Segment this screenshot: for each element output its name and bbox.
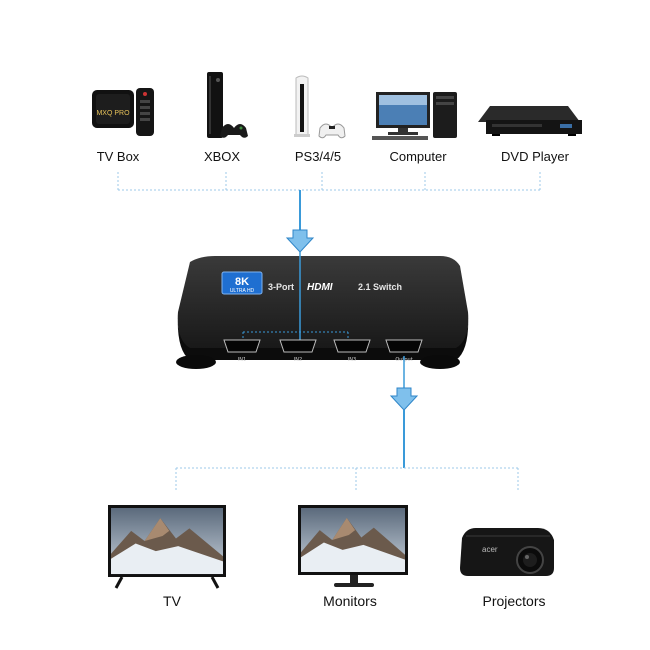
dvd-player-icon <box>478 106 582 136</box>
svg-text:MXQ PRO: MXQ PRO <box>96 110 130 117</box>
switch-title-suffix: 2.1 Switch <box>358 282 402 292</box>
desktop-computer-icon <box>372 92 457 140</box>
hdmi-port-in3: IN3 <box>333 339 371 363</box>
source-label-tv-box: TV Box <box>97 149 140 164</box>
source-label-dvd-player: DVD Player <box>501 149 570 164</box>
output-label-monitors: Monitors <box>323 593 377 609</box>
source-label-ps: PS3/4/5 <box>295 149 341 164</box>
port-label-in1: IN1 <box>238 357 246 363</box>
output-label-tv: TV <box>163 593 182 609</box>
xbox-console-icon <box>207 72 248 138</box>
badge-8k-text: 8K <box>235 276 249 288</box>
tv-icon <box>108 505 226 589</box>
projector-icon: acer <box>460 528 554 576</box>
switch-title-logo: HDMI <box>307 282 333 293</box>
badge-ultra-hd-text: ULTRA HD <box>230 288 255 294</box>
input-flow-arrow-icon <box>285 229 315 253</box>
source-label-computer: Computer <box>389 149 447 164</box>
hdmi-port-in1: IN1 <box>223 339 261 363</box>
input-connector-lines <box>117 172 541 191</box>
monitor-icon <box>298 505 408 587</box>
8k-badge: 8K ULTRA HD <box>221 271 263 295</box>
output-label-projectors: Projectors <box>482 593 545 609</box>
port-label-in3: IN3 <box>348 357 356 363</box>
output-connector-lines <box>175 467 519 490</box>
svg-text:acer: acer <box>482 545 498 554</box>
output-flow-arrow-icon <box>389 387 419 411</box>
hdmi-port-in2: IN2 <box>279 339 317 363</box>
port-label-in2: IN2 <box>294 357 302 363</box>
source-label-xbox: XBOX <box>204 149 240 164</box>
tv-box-icon: MXQ PRO <box>92 88 154 136</box>
switch-title-prefix: 3-Port <box>268 282 294 292</box>
hdmi-switch-device: 8K ULTRA HD 3-Port HDMI 2.1 Switch IN1 I… <box>176 252 469 369</box>
playstation-console-icon <box>294 75 346 139</box>
